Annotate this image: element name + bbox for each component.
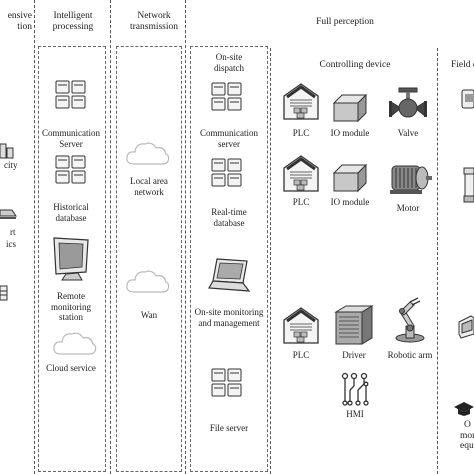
header-full-perception: Full perception (316, 17, 374, 27)
driver-icon (334, 305, 374, 345)
site-panel (190, 46, 268, 472)
label-field-device: Field d (451, 60, 474, 70)
column-divider-3 (185, 0, 186, 474)
field-device-icon (458, 315, 474, 339)
io-module-icon (332, 163, 368, 193)
column-divider-4 (270, 48, 271, 474)
hmi-circuit-icon (341, 372, 369, 406)
label-plc: PLC (292, 350, 310, 360)
io-module-icon (332, 93, 368, 123)
plc-warehouse-icon (283, 83, 319, 120)
label-ics: ics (6, 239, 16, 249)
label-cloud-service: Cloud service (46, 363, 96, 373)
label-plc: PLC (292, 128, 310, 138)
server-icon (211, 368, 242, 397)
column-divider-5 (437, 48, 438, 474)
plc-warehouse-icon (283, 155, 319, 192)
label-motor: Motor (396, 203, 420, 213)
plc-warehouse-icon (283, 307, 319, 344)
label-field-bottom: Omonequ (460, 420, 474, 451)
server-icon (211, 82, 242, 111)
field-gauge-icon (461, 89, 474, 109)
graduation-cap-icon (454, 402, 474, 416)
city-icon (0, 143, 14, 159)
cloud-icon (126, 270, 170, 293)
network-panel (116, 46, 182, 472)
valve-icon (389, 87, 427, 118)
label-controlling-device: Controlling device (319, 60, 391, 70)
label-file-server: File server (209, 423, 249, 433)
laptop-icon (208, 258, 251, 292)
cloud-icon (126, 142, 170, 165)
train-icon (0, 209, 17, 219)
processing-panel (38, 46, 106, 472)
robotic-arm-icon (395, 297, 425, 343)
label-io-module: IO module (330, 128, 370, 138)
column-divider-1 (34, 0, 35, 474)
field-sensor-icon (463, 167, 474, 203)
server-icon (55, 155, 86, 184)
label-driver: Driver (342, 350, 366, 360)
label-valve: Valve (397, 128, 419, 138)
label-city: city (4, 160, 18, 170)
label-rt: rt (10, 227, 16, 237)
label-hmi: HMI (346, 409, 364, 419)
label-wan: Wan (140, 310, 158, 320)
server-icon (55, 80, 86, 109)
building-icon (0, 285, 8, 301)
server-icon (211, 158, 242, 187)
label-robotic-arm: Robotic arm (387, 350, 433, 360)
monitor-icon (53, 237, 89, 281)
cloud-icon (53, 332, 97, 355)
label-plc: PLC (292, 197, 310, 207)
label-io-module: IO module (330, 197, 370, 207)
column-divider-2 (110, 0, 111, 474)
motor-icon (390, 165, 432, 194)
